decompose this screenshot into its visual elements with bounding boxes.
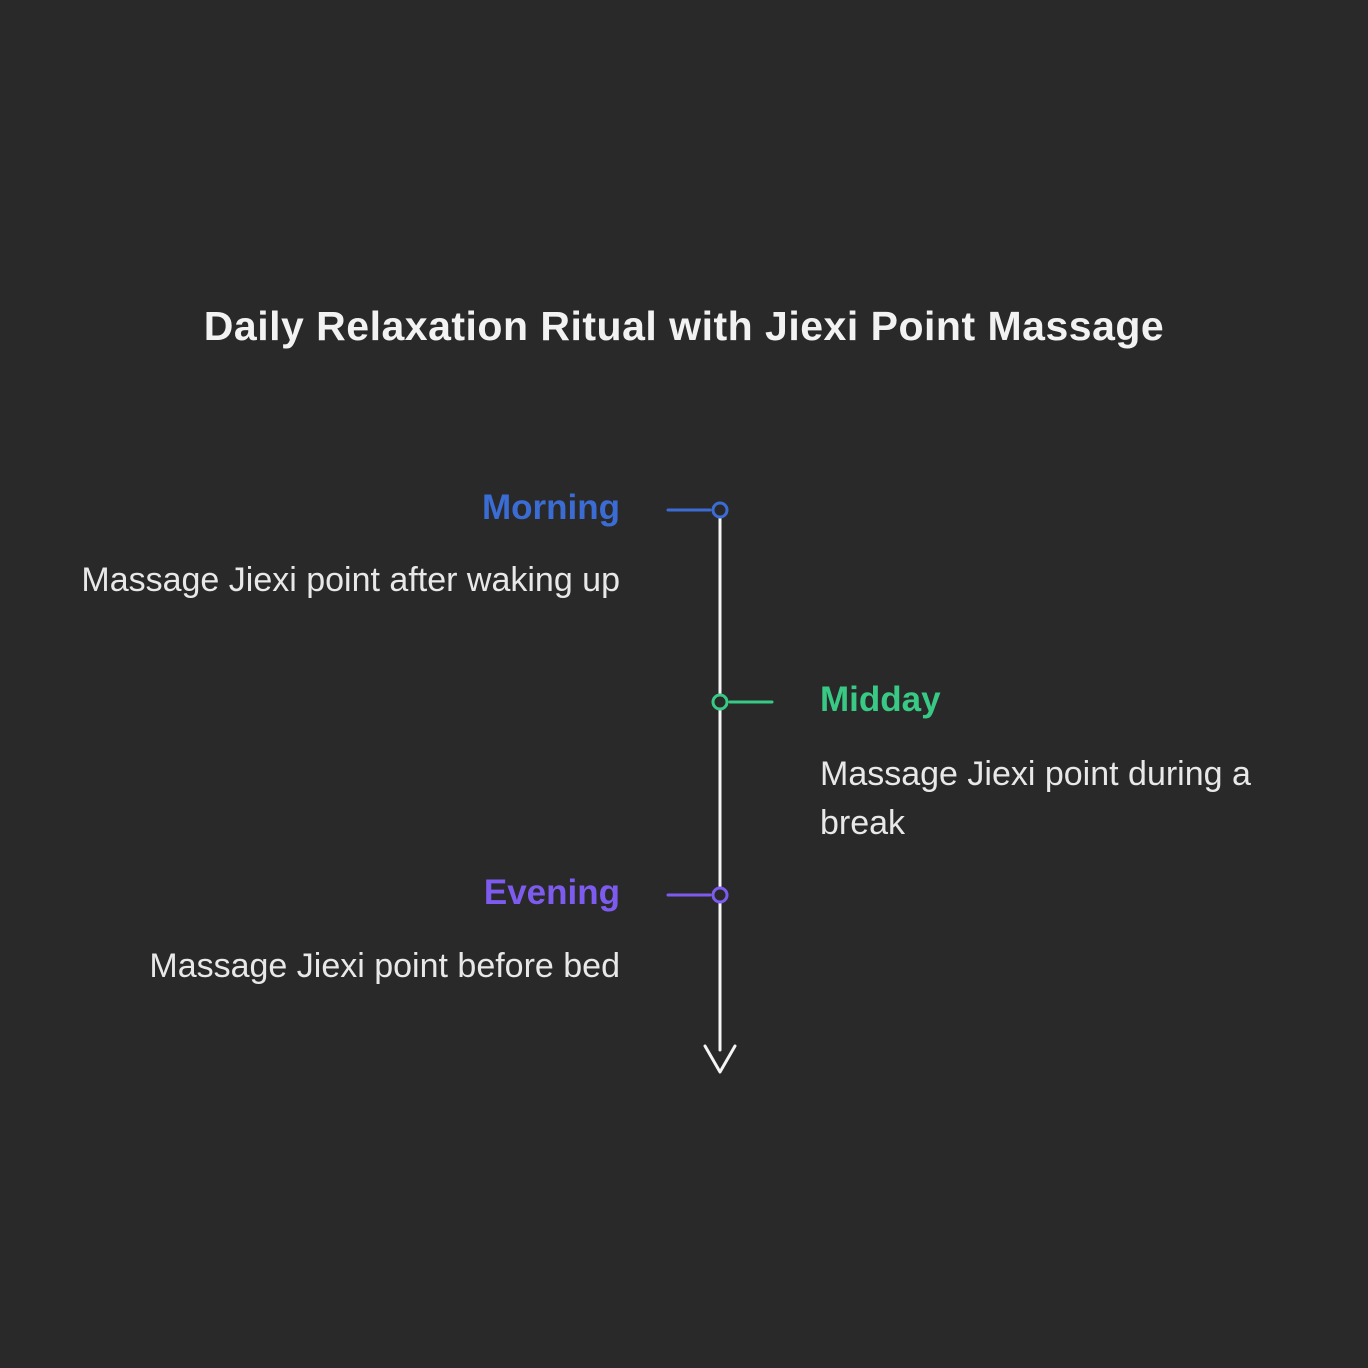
midday-node-dot xyxy=(711,693,729,711)
arrow-down-icon xyxy=(703,1044,737,1074)
event-description-evening: Massage Jiexi point before bed xyxy=(149,947,620,985)
event-label-midday: Midday xyxy=(820,680,941,719)
morning-node-dot xyxy=(711,501,729,519)
event-description-midday: Massage Jiexi point during a break xyxy=(820,755,1251,843)
evening-node-dot xyxy=(711,886,729,904)
event-description-morning: Massage Jiexi point after waking up xyxy=(81,561,620,599)
diagram-title: Daily Relaxation Ritual with Jiexi Point… xyxy=(203,303,1165,349)
event-label-evening: Evening xyxy=(483,873,620,912)
event-label-morning: Morning xyxy=(481,488,620,527)
